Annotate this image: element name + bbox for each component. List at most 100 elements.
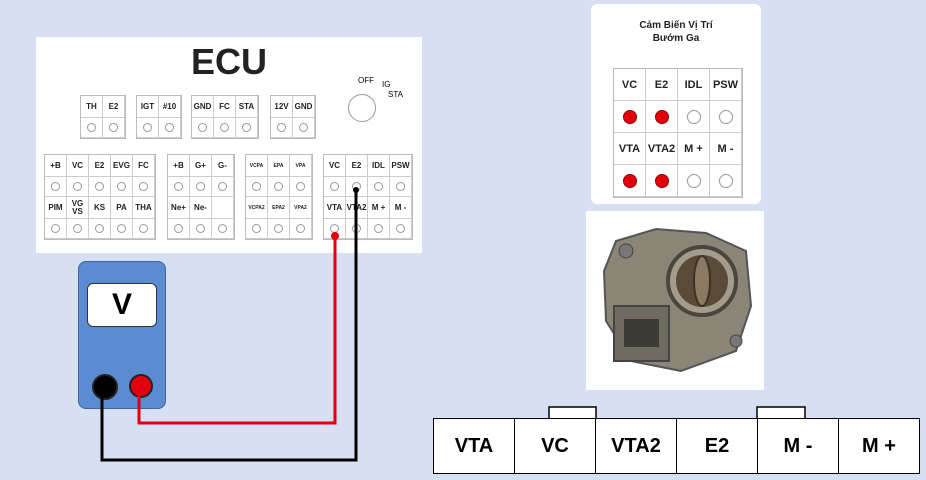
ecu-pin-socket[interactable]: [290, 219, 312, 239]
pin-hole: [374, 182, 383, 191]
ecu-pin-socket[interactable]: [111, 177, 133, 197]
ecu-pin-label: THA: [133, 197, 155, 219]
connector-tab-left: [548, 406, 597, 419]
black-probe-wire: [100, 190, 358, 462]
pin-hole: [274, 182, 283, 191]
pin-hole: [274, 224, 283, 233]
ecu-pin-socket[interactable]: [45, 177, 67, 197]
ecu-pin-label: +B: [45, 155, 67, 177]
ecu-pin-label: VPA: [290, 155, 312, 177]
ecu-pin-socket[interactable]: [190, 219, 212, 239]
ecu-pin-socket[interactable]: [324, 177, 346, 197]
black-probe-tip: [353, 187, 359, 193]
ecu-pin-label: E2: [346, 155, 368, 177]
ecu-pin-label: FC: [133, 155, 155, 177]
ecu-pin-socket[interactable]: [271, 118, 293, 138]
ecu-pin-label: GND: [192, 96, 214, 118]
ecu-pin-label: GND: [293, 96, 315, 118]
ecu-pin-label: VG VS: [67, 197, 89, 219]
ecu-pin-socket[interactable]: [268, 177, 290, 197]
sensor-pin-socket[interactable]: [710, 165, 742, 197]
meter-volt-jack[interactable]: [129, 374, 153, 398]
ecu-pin-socket[interactable]: [190, 177, 212, 197]
ecu-pin-socket[interactable]: [45, 219, 67, 239]
ecu-pin-label: VPA2: [290, 197, 312, 219]
ecu-pin-label: Ne-: [190, 197, 212, 219]
ecu-pin-socket[interactable]: [212, 219, 234, 239]
ecu-pin-label: VCPA2: [246, 197, 268, 219]
ecu-pin-socket[interactable]: [89, 177, 111, 197]
ecu-pin-socket[interactable]: [137, 118, 159, 138]
ecu-pin-socket[interactable]: [103, 118, 125, 138]
ecu-pin-socket[interactable]: [168, 177, 190, 197]
pin-hole: [220, 123, 229, 132]
ecu-pin-label: EVG: [111, 155, 133, 177]
pin-hole: [95, 224, 104, 233]
ecu-pin-socket[interactable]: [290, 177, 312, 197]
pin-hole: [218, 224, 227, 233]
ecu-pin-socket[interactable]: [81, 118, 103, 138]
multimeter: V: [78, 261, 166, 409]
meter-display: V: [87, 283, 157, 327]
pin-hole: [277, 123, 286, 132]
ecu-pin-socket[interactable]: [268, 219, 290, 239]
ecu-pin-socket[interactable]: [293, 118, 315, 138]
ecu-pin-socket[interactable]: [390, 177, 412, 197]
ecu-pin-socket[interactable]: [67, 177, 89, 197]
sensor-pin-socket[interactable]: [614, 165, 646, 197]
ecu-pin-socket[interactable]: [159, 118, 181, 138]
sensor-title-line1: Cảm Biến Vị Trí: [639, 20, 713, 31]
ecu-pin-label: #10: [159, 96, 181, 118]
ecu-pin-label: VC: [67, 155, 89, 177]
ecu-pin-label: [212, 197, 234, 219]
active-pin-marker: [654, 109, 669, 124]
ecu-pin-socket[interactable]: [368, 219, 390, 239]
pin-hole: [139, 182, 148, 191]
ecu-pin-socket[interactable]: [133, 177, 155, 197]
pin-hole: [330, 182, 339, 191]
sensor-pin-socket[interactable]: [646, 165, 678, 197]
pin-hole: [299, 123, 308, 132]
ecu-pin-label: IDL: [368, 155, 390, 177]
ecu-pin-socket[interactable]: [212, 177, 234, 197]
ecu-pin-socket[interactable]: [168, 219, 190, 239]
ecu-pin-label: M -: [390, 197, 412, 219]
sensor-title-line2: Bướm Ga: [652, 33, 700, 44]
sensor-pin-label: M -: [710, 133, 742, 165]
switch-ig-label: IG: [382, 80, 391, 89]
pin-hole: [109, 123, 118, 132]
ignition-switch-knob[interactable]: [348, 94, 376, 122]
connector-pin: M -: [758, 419, 839, 473]
connector-pin: VTA2: [596, 419, 677, 473]
ecu-pin-socket[interactable]: [89, 219, 111, 239]
ecu-pin-socket[interactable]: [390, 219, 412, 239]
meter-com-jack[interactable]: [92, 374, 118, 400]
ecu-pin-socket[interactable]: [133, 219, 155, 239]
sensor-pin-socket[interactable]: [614, 101, 646, 133]
sensor-pin-socket[interactable]: [710, 101, 742, 133]
sensor-pin-socket[interactable]: [678, 101, 710, 133]
ecu-pin-socket[interactable]: [111, 219, 133, 239]
pin-hole: [174, 224, 183, 233]
sensor-pin-label: VC: [614, 69, 646, 101]
ecu-pin-label: PA: [111, 197, 133, 219]
ecu-pin-socket[interactable]: [368, 177, 390, 197]
ecu-pin-socket[interactable]: [214, 118, 236, 138]
ecu-pin-socket[interactable]: [246, 219, 268, 239]
ecu-pin-socket[interactable]: [192, 118, 214, 138]
sensor-pin-socket[interactable]: [678, 165, 710, 197]
connector-tab-right: [756, 406, 806, 419]
pin-hole: [296, 182, 305, 191]
ecu-pin-label: EPA: [268, 155, 290, 177]
ecu-pin-socket[interactable]: [67, 219, 89, 239]
ecu-pin-socket[interactable]: [246, 177, 268, 197]
sensor-pin-label: E2: [646, 69, 678, 101]
ecu-pin-socket[interactable]: [236, 118, 258, 138]
sensor-pin-socket[interactable]: [646, 101, 678, 133]
